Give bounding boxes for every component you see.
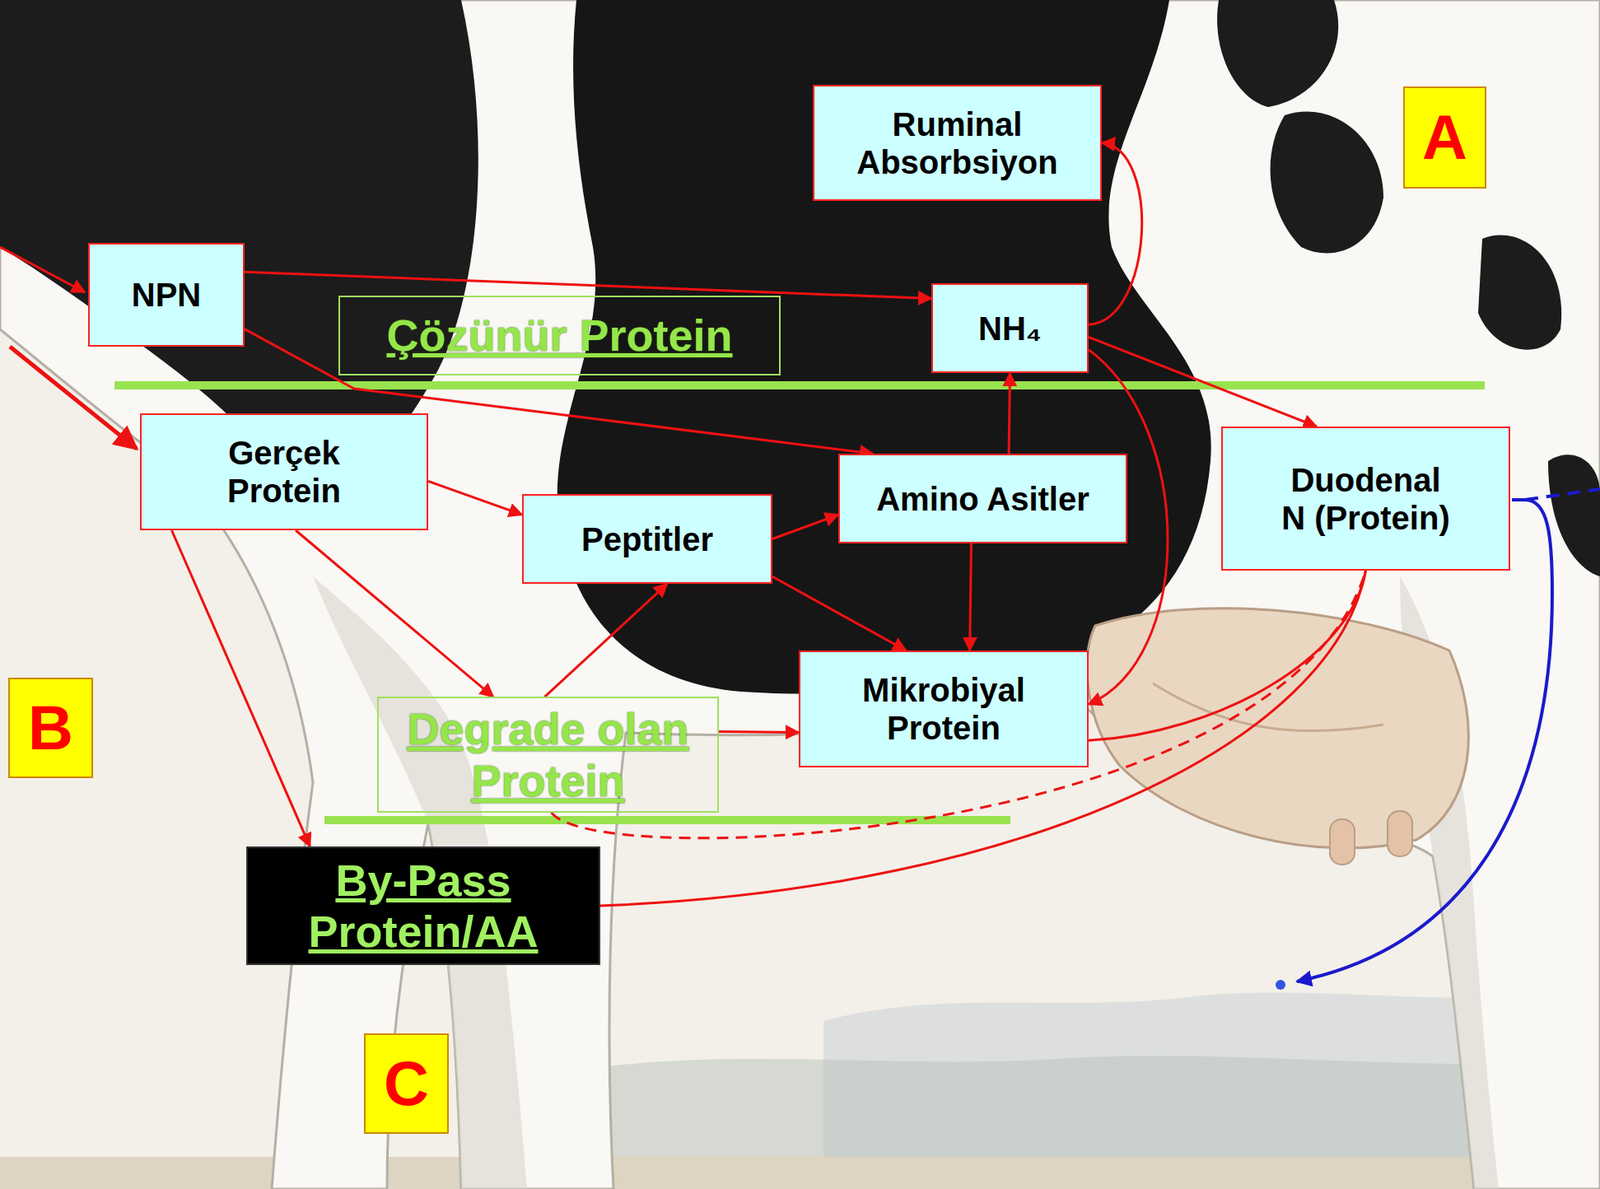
bypass-box: By-Pass Protein/AA [246,846,601,966]
cow-patch [1478,235,1562,350]
node-text: NPN [131,275,201,314]
udder-vein [1152,683,1384,732]
flow-arrow [172,530,311,847]
flow-arrow [600,570,1367,906]
udder [1086,608,1469,849]
node-text: Peptitler [581,520,714,559]
node-text: Ruminal Absorbsiyon [825,105,1089,182]
zone-label: Çözünür Protein [338,295,781,376]
node-text: Gerçek Protein [181,433,388,510]
node-text: Çözünür Protein [387,309,733,361]
flow-arrow [1088,336,1317,427]
section-letter: C [363,1033,449,1134]
node-text: C [383,1047,430,1120]
node-text: A [1422,101,1468,173]
end-dot [1275,979,1286,990]
flow-arrow [772,514,839,539]
ground [0,1156,1600,1189]
teat [1387,811,1413,857]
input-arrow [0,247,85,293]
flow-arrow [772,576,906,651]
flow-arrow [428,480,523,515]
flow-arrow [718,730,799,734]
flow-arrow [970,543,972,651]
node-text: Mikrobiyal Protein [811,671,1076,747]
flow-arrow [295,530,494,697]
node-text: Degrade olan Protein [387,703,710,806]
flow-arrow [544,583,668,697]
cow-patch [1270,111,1384,254]
node-text: Amino Asitler [876,480,1090,518]
output-arrow [1296,499,1553,982]
node-text: NH₄ [978,309,1042,348]
section-letter: A [1403,86,1487,189]
process-box: NPN [88,242,245,347]
process-box: Ruminal Absorbsiyon [812,84,1102,201]
divider-line [114,381,1485,390]
teat [1329,819,1355,865]
flow-arrow [1008,373,1010,454]
process-box: Duodenal N (Protein) [1221,426,1511,571]
cow-patch [1548,454,1600,577]
node-text: By-Pass Protein/AA [256,854,591,957]
input-arrow [9,346,137,449]
node-text: B [27,691,74,764]
process-box: Peptitler [522,494,773,584]
flow-arrow [1088,570,1367,741]
process-box: NH₄ [931,283,1089,374]
output-dashed-line [1525,489,1600,500]
zone-label: Degrade olan Protein [377,696,719,812]
process-box: Amino Asitler [838,453,1128,544]
flow-arrow [244,271,932,299]
node-text: Duodenal N (Protein) [1278,461,1454,537]
section-letter: B [8,677,94,779]
process-box: Mikrobiyal Protein [798,650,1089,768]
cow-patch [1217,0,1339,108]
process-box: Gerçek Protein [139,413,429,531]
